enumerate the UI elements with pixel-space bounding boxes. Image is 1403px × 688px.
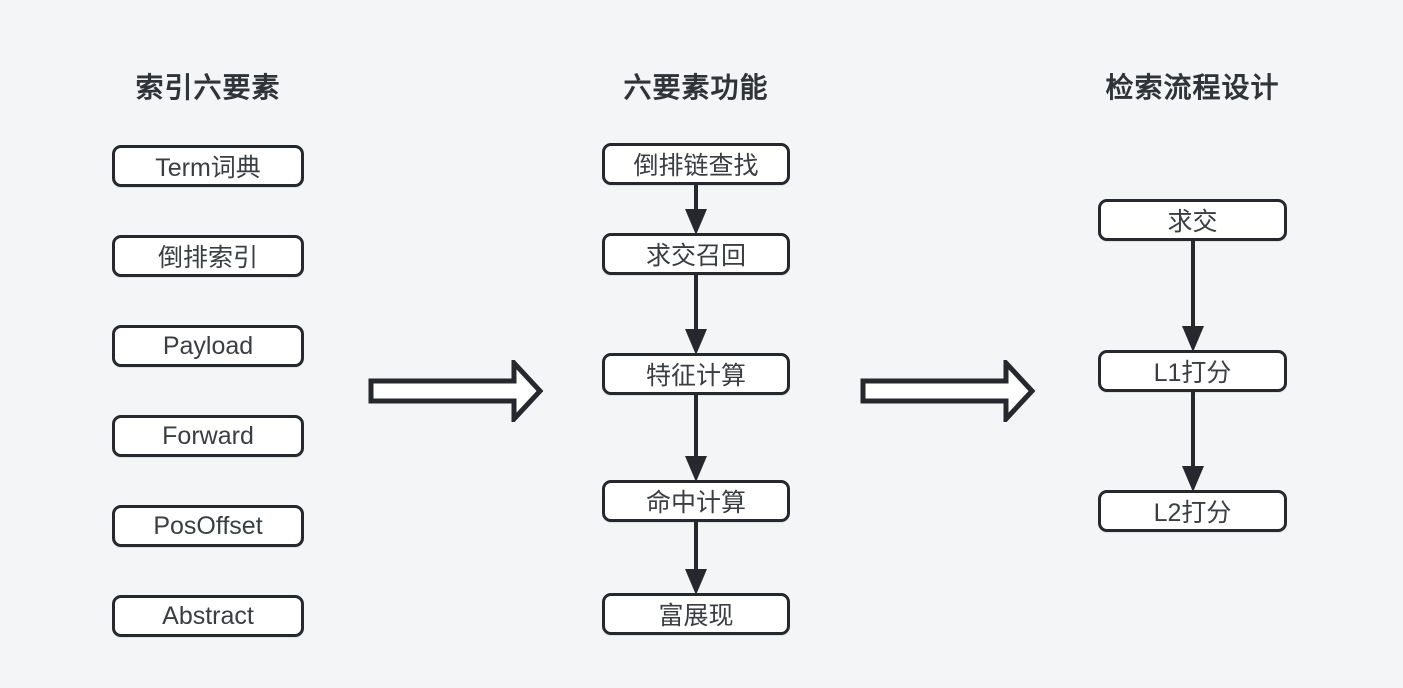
connector-line bbox=[1190, 239, 1195, 330]
column-element-functions: 六要素功能 倒排链查找求交召回特征计算命中计算富展现 bbox=[602, 0, 790, 688]
column-title-element-functions: 六要素功能 bbox=[623, 72, 769, 103]
flow-box-index-elements-4: PosOffset bbox=[112, 505, 304, 547]
flow-box-element-functions-4: 富展现 bbox=[602, 593, 790, 635]
flow-box-index-elements-0: Term词典 bbox=[112, 145, 304, 187]
flow-box-index-elements-1: 倒排索引 bbox=[112, 235, 304, 277]
connector-line bbox=[694, 393, 698, 460]
column-title-retrieval-flow: 检索流程设计 bbox=[1105, 72, 1280, 103]
connector-arrowhead-icon bbox=[685, 456, 707, 482]
connector-line bbox=[694, 183, 698, 213]
connector-arrowhead-icon bbox=[685, 569, 707, 595]
flow-box-element-functions-3: 命中计算 bbox=[602, 480, 790, 522]
flow-box-element-functions-1: 求交召回 bbox=[602, 233, 790, 275]
flow-box-retrieval-flow-2: L2打分 bbox=[1098, 490, 1287, 532]
big-right-arrow-icon bbox=[860, 360, 1036, 422]
connector-arrowhead-icon bbox=[1181, 466, 1204, 492]
box-container: 求交 L1打分 L2打分 bbox=[1098, 0, 1287, 688]
column-retrieval-flow: 检索流程设计 求交 L1打分 L2打分 bbox=[1098, 0, 1287, 688]
flow-box-index-elements-3: Forward bbox=[112, 415, 304, 457]
connector-line bbox=[694, 273, 698, 333]
flow-box-element-functions-0: 倒排链查找 bbox=[602, 143, 790, 185]
flow-box-retrieval-flow-1: L1打分 bbox=[1098, 350, 1287, 392]
flow-box-retrieval-flow-0: 求交 bbox=[1098, 199, 1287, 241]
connector-line bbox=[694, 520, 698, 573]
connector-arrowhead-icon bbox=[685, 209, 707, 235]
connector-line bbox=[1190, 390, 1195, 470]
column-title-index-elements: 索引六要素 bbox=[135, 72, 281, 103]
flow-box-index-elements-5: Abstract bbox=[112, 595, 304, 637]
flow-box-index-elements-2: Payload bbox=[112, 325, 304, 367]
connector-arrowhead-icon bbox=[685, 329, 707, 355]
big-right-arrow-icon bbox=[368, 360, 544, 422]
box-container: 倒排链查找求交召回特征计算命中计算富展现 bbox=[602, 0, 790, 688]
connector-arrowhead-icon bbox=[1181, 326, 1204, 352]
flow-box-element-functions-2: 特征计算 bbox=[602, 353, 790, 395]
